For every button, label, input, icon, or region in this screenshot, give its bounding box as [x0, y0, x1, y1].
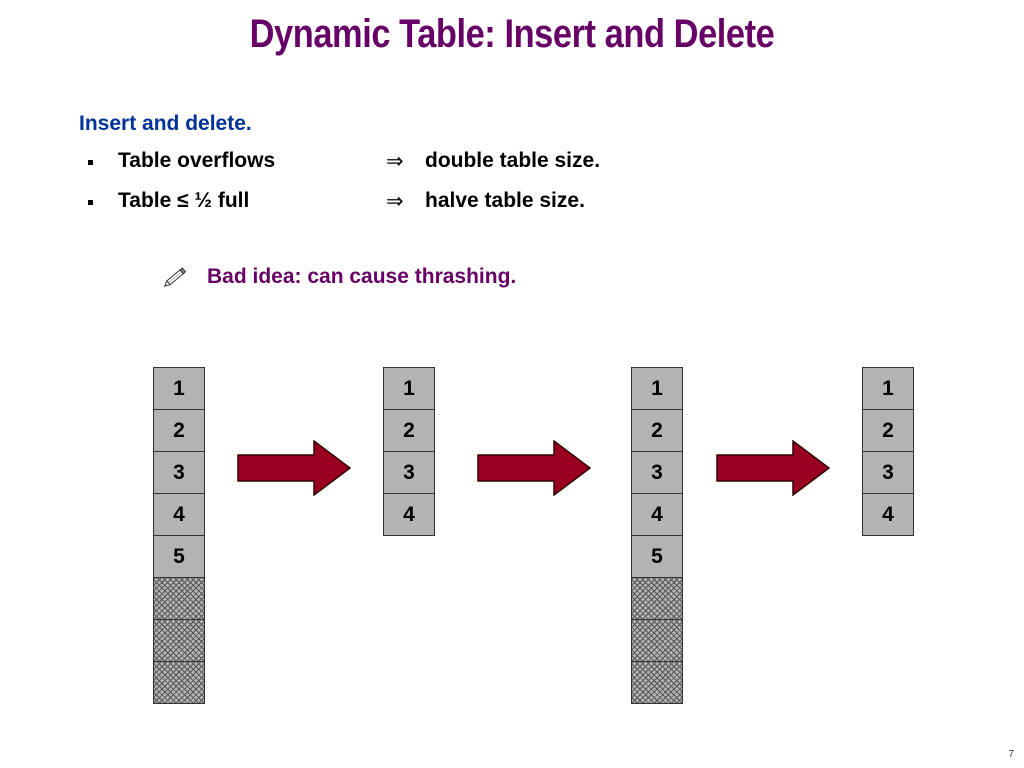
empty-slot [632, 620, 682, 662]
bullet-icon [88, 200, 93, 205]
table-slot: 3 [863, 452, 913, 494]
table-slot: 3 [632, 452, 682, 494]
table-slot: 5 [632, 536, 682, 578]
table-slot: 5 [154, 536, 204, 578]
table-slot: 1 [384, 368, 434, 410]
table-slot: 4 [632, 494, 682, 536]
empty-slot [632, 662, 682, 704]
note-text: Bad idea: can cause thrashing. [207, 265, 517, 288]
table-slot: 2 [632, 410, 682, 452]
bullet-action: double table size. [425, 149, 601, 172]
empty-slot [154, 578, 204, 620]
table-slot: 4 [384, 494, 434, 536]
empty-slot [154, 662, 204, 704]
bullet-action: halve table size. [425, 189, 585, 212]
table-slot: 4 [154, 494, 204, 536]
empty-slot [154, 620, 204, 662]
page-number: 7 [1008, 749, 1014, 760]
table-slot: 1 [154, 368, 204, 410]
table-slot: 4 [863, 494, 913, 536]
pencil-icon [163, 267, 187, 287]
bullet-condition: Table overflows [118, 149, 276, 172]
table-slot: 1 [863, 368, 913, 410]
table-slot: 2 [863, 410, 913, 452]
slide-title: Dynamic Table: Insert and Delete [249, 12, 775, 56]
table-slot: 3 [384, 452, 434, 494]
table-slot: 1 [632, 368, 682, 410]
table-slot: 2 [384, 410, 434, 452]
implies-icon: ⇒ [386, 150, 404, 173]
table-slot: 3 [154, 452, 204, 494]
bullet-icon [88, 160, 93, 165]
table-slot: 2 [154, 410, 204, 452]
right-arrow-icon [716, 440, 830, 496]
empty-slot [632, 578, 682, 620]
right-arrow-icon [237, 440, 351, 496]
right-arrow-icon [477, 440, 591, 496]
implies-icon: ⇒ [386, 190, 404, 213]
bullet-condition: Table ≤ ½ full [118, 189, 250, 212]
subheading: Insert and delete. [79, 112, 252, 135]
